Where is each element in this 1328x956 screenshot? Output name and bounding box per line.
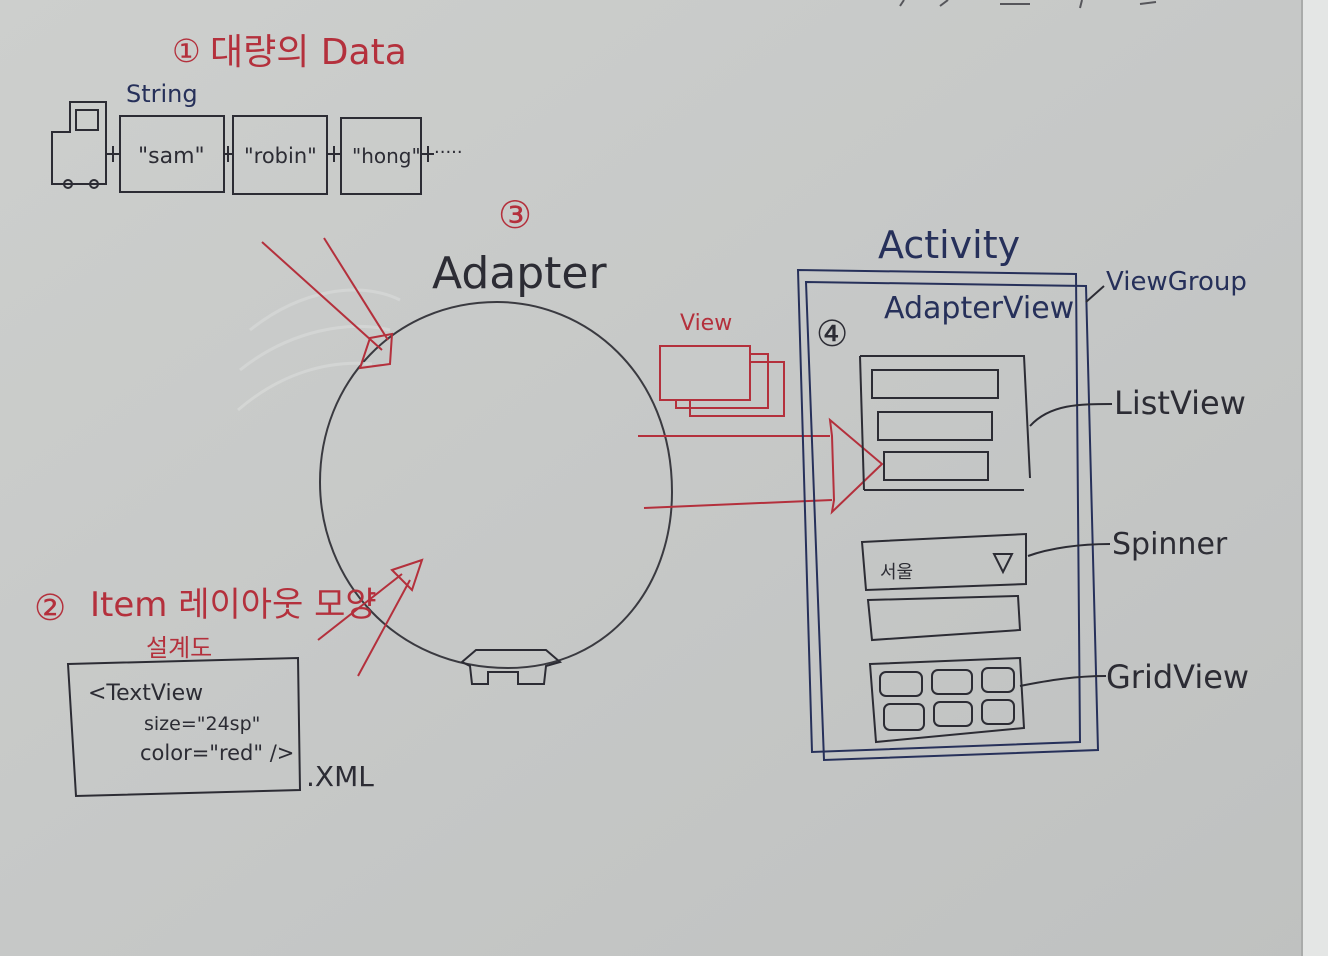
adapter-number: ③ [498,193,532,237]
activity-frame [796,268,1100,762]
grid-cell [981,699,1015,725]
list-row [871,369,999,399]
board-frame-edge [1302,0,1328,956]
grid-cell [981,667,1015,693]
grid-cell [883,703,925,731]
data-train [51,101,434,195]
adapter-label: Adapter [432,248,607,299]
data-item-hong: "hong" [352,144,421,168]
gridview-label: GridView [1106,658,1249,696]
data-car-3 [340,117,422,195]
xml-code-line-3: color="red" /> [140,741,294,765]
item-section-number: ② [34,588,66,629]
locomotive-wheel [63,179,73,189]
xml-code-line-1: <TextView [88,681,203,706]
adapter-view-label: AdapterView [884,291,1074,326]
board-glare [237,288,401,412]
data-item-sam: "sam" [138,144,205,169]
label-leader-lines [1019,285,1113,687]
spinner-value: 서울 [880,562,913,583]
view-label: View [680,311,732,336]
activity-title: Activity [878,223,1020,267]
viewgroup-label: ViewGroup [1106,267,1247,297]
activity-number: ④ [816,314,848,355]
view-output-arrow [638,417,884,515]
grid-cell [931,669,973,695]
locomotive-icon [51,101,107,185]
xml-code-line-2: size="24sp" [144,713,260,735]
xml-file-ext: .XML [306,760,374,793]
adapter-circle [318,300,674,670]
item-section-subtitle: 설계도 [146,634,212,662]
string-type-label: String [126,80,198,108]
data-input-arrows [261,237,394,370]
erased-ghost-writing [899,0,1157,9]
spinner-widget [860,532,1027,642]
data-item-robin: "robin" [244,144,317,168]
grid-cell [879,671,923,697]
adapter-plug [460,649,563,685]
list-row [877,411,993,441]
data-section-title: 대량의 Data [210,32,407,73]
list-row [883,451,989,481]
xml-layout-box [66,656,302,798]
gridview-widget [868,656,1026,744]
spinner-label: Spinner [1112,527,1228,562]
item-section-title: Item 레이아웃 모양 [90,585,377,625]
grid-cell [933,701,973,727]
listview-widget [859,355,1031,491]
item-input-arrows [317,558,424,677]
view-stack-icon [659,345,785,417]
dropdown-triangle-icon [992,553,1014,575]
data-ellipsis: ····· [434,142,463,163]
data-section-number: ① [172,32,201,70]
locomotive-wheel [89,179,99,189]
listview-label: ListView [1114,384,1246,422]
